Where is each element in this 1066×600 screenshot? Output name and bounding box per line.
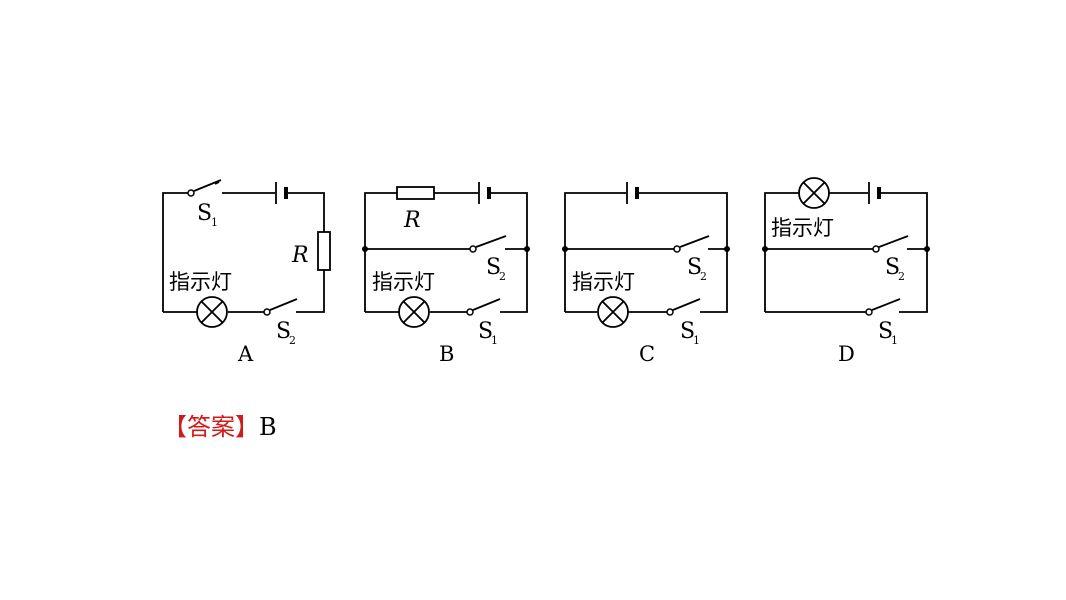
- circuit-c-s1-label: S: [680, 319, 695, 344]
- circuit-b-lamp-label: 指示灯: [372, 270, 435, 294]
- circuit-a-switch-s1: [187, 179, 222, 197]
- circuit-a-s1-subscript: 1: [211, 216, 218, 229]
- circuit-a-switch-s2: [263, 298, 298, 316]
- answer-close-bracket: 】: [235, 413, 259, 441]
- circuit-a-caption: A: [237, 342, 254, 366]
- circuit-c-caption: C: [639, 342, 655, 366]
- circuit-d-s1-label: S: [878, 319, 893, 344]
- circuit-d-junction-right: [924, 246, 930, 252]
- circuit-c-battery: [626, 182, 639, 204]
- answer-open-bracket: 【: [163, 413, 187, 441]
- circuit-d-junction-left: [762, 246, 768, 252]
- circuit-b-battery: [478, 182, 491, 204]
- circuit-b-junction-right: [524, 246, 530, 252]
- circuit-d-s1-subscript: 1: [891, 334, 898, 347]
- answer-line: 【答案】B: [163, 407, 277, 442]
- circuit-b-s1-label: S: [478, 319, 493, 344]
- answer-value: B: [259, 413, 277, 441]
- circuit-a: S 1 R 指示灯 S 2 A: [162, 179, 331, 366]
- answer-label: 答案: [187, 413, 235, 441]
- circuit-a-wires: [162, 181, 325, 313]
- circuit-d: 指示灯 S 2 S 1 D: [762, 177, 930, 366]
- circuit-b-junction-left: [362, 246, 368, 252]
- circuit-a-resistor: [317, 231, 331, 271]
- circuit-c-switch-s2: [673, 235, 710, 253]
- circuit-c-s1-subscript: 1: [693, 334, 700, 347]
- circuit-b-caption: B: [439, 342, 454, 366]
- circuit-d-switch-s1: [865, 298, 901, 316]
- circuit-b-s1-subscript: 1: [491, 334, 498, 347]
- circuit-c-junction-left: [562, 246, 568, 252]
- circuit-a-s2-label: S: [276, 319, 291, 344]
- circuit-a-s1-label: S: [197, 201, 212, 226]
- circuit-d-wires: [764, 192, 928, 313]
- circuit-a-lamp: [196, 296, 228, 328]
- circuit-b-resistor-label: R: [403, 208, 421, 233]
- circuit-b-wires: [364, 192, 528, 313]
- circuit-c-lamp-label: 指示灯: [572, 270, 635, 294]
- circuit-b-switch-s2: [469, 235, 507, 253]
- circuit-a-s2-subscript: 2: [289, 334, 296, 347]
- circuit-d-switch-s2: [872, 235, 909, 253]
- circuit-c-s2-subscript: 2: [700, 270, 707, 283]
- circuit-d-lamp: [798, 177, 830, 209]
- circuit-c-lamp: [597, 296, 629, 328]
- circuit-b-switch-s1: [466, 298, 501, 316]
- circuit-d-s2-label: S: [885, 255, 900, 280]
- circuit-a-battery: [275, 182, 288, 204]
- circuit-d-battery: [868, 182, 881, 204]
- circuit-b: R S 2 指示灯 S 1 B: [362, 182, 530, 366]
- circuit-c-switch-s1: [666, 298, 701, 316]
- circuit-b-lamp: [398, 296, 430, 328]
- circuit-d-caption: D: [838, 342, 855, 366]
- circuit-c: S 2 指示灯 S 1 C: [562, 182, 730, 366]
- circuit-c-junction-right: [724, 246, 730, 252]
- circuit-d-lamp-label: 指示灯: [771, 216, 834, 240]
- circuit-c-wires: [564, 192, 728, 313]
- circuit-a-lamp-label: 指示灯: [169, 270, 232, 294]
- circuit-d-s2-subscript: 2: [898, 270, 905, 283]
- circuit-c-s2-label: S: [687, 255, 702, 280]
- circuit-a-resistor-label: R: [291, 243, 309, 268]
- circuit-b-s2-subscript: 2: [499, 270, 506, 283]
- circuit-b-s2-label: S: [486, 255, 501, 280]
- circuit-b-resistor: [396, 186, 435, 200]
